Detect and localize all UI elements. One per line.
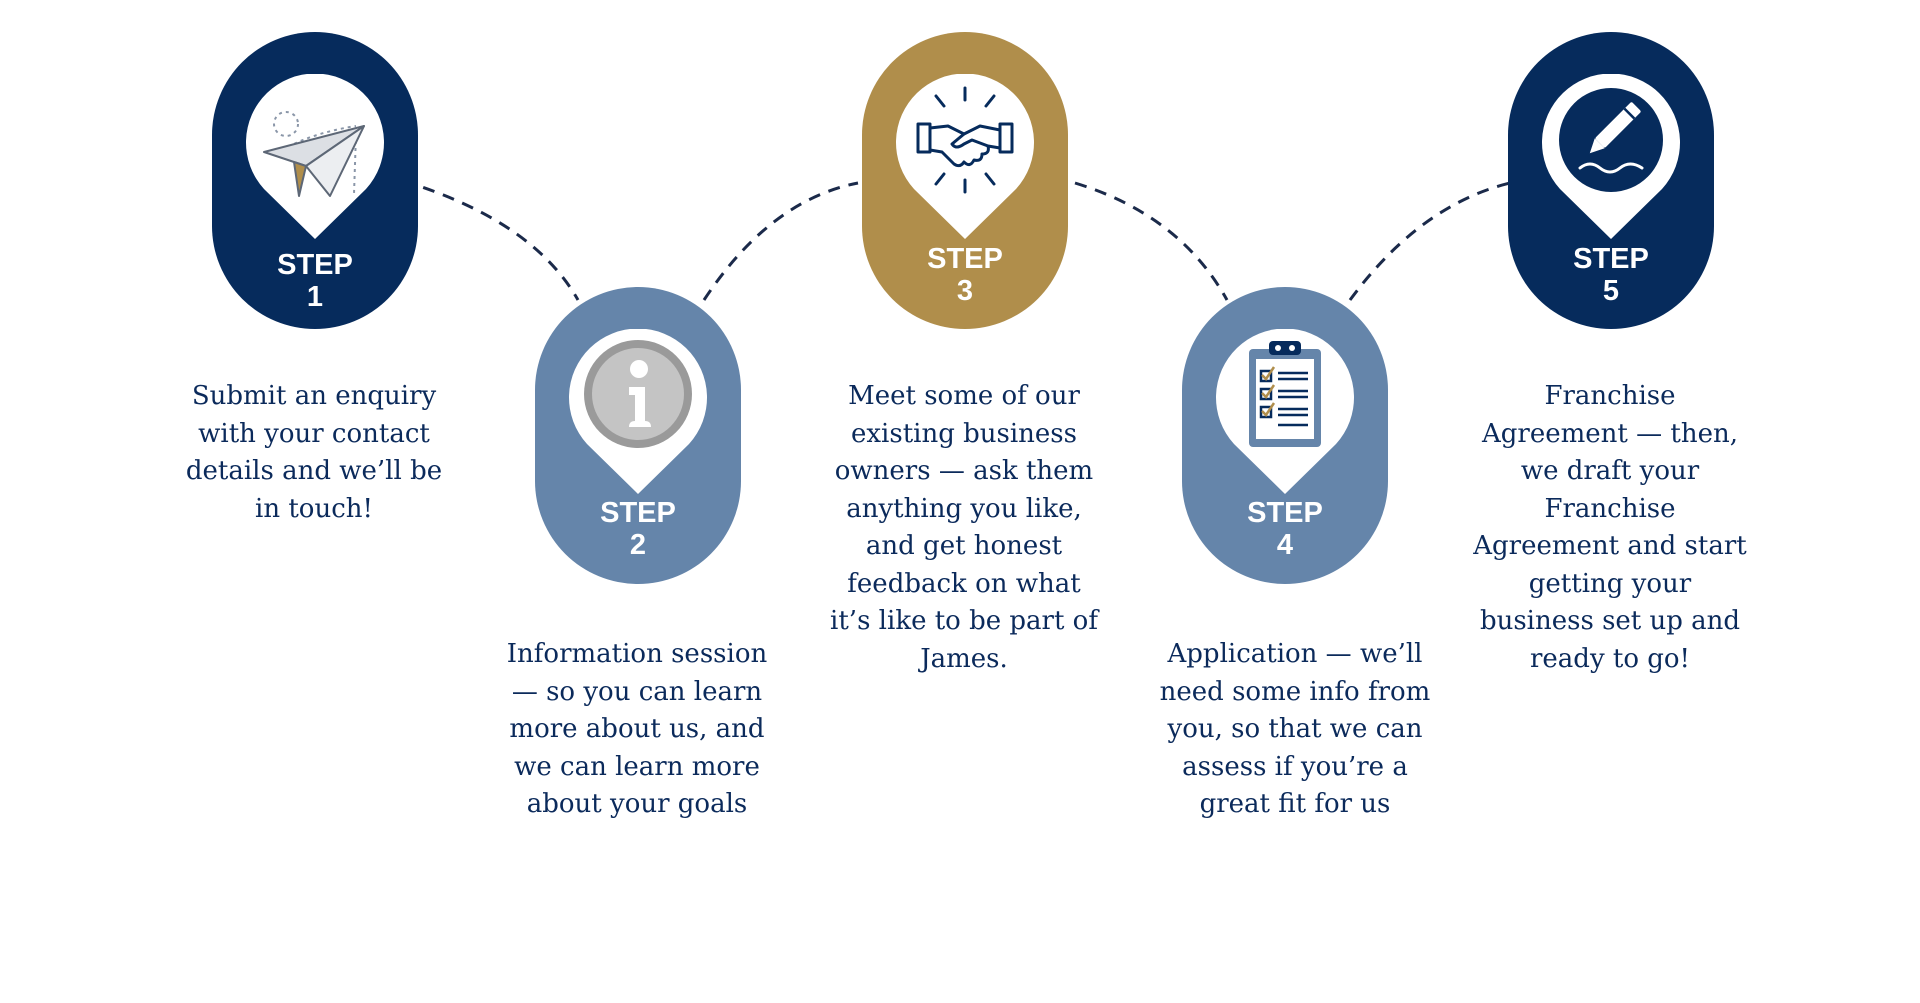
step-4-description: Application — we’ll need some info from … xyxy=(1159,639,1431,819)
step-2-pin xyxy=(569,329,707,494)
step-3-pin xyxy=(896,74,1034,239)
step-4-number: 4 xyxy=(1276,529,1294,561)
step-1-number: 1 xyxy=(306,281,324,313)
connector-3-4 xyxy=(1074,181,1229,301)
connector-4-5 xyxy=(1348,181,1511,301)
step-3-label: STEP xyxy=(927,243,1003,275)
step-4-label: STEP xyxy=(1247,497,1323,529)
step-4-pin xyxy=(1216,329,1354,494)
step-5-description: Franchise Agreement — then, we draft you… xyxy=(1473,381,1747,674)
step-2-description: Information session — so you can learn m… xyxy=(506,639,768,819)
step-5-number: 5 xyxy=(1602,275,1620,307)
step-1-description: Submit an enquiry with your contact deta… xyxy=(185,381,443,524)
step-1-pin xyxy=(246,74,384,239)
step-3-badge: STEP 3 xyxy=(862,32,1068,329)
step-5-pin xyxy=(1542,74,1680,239)
step-2-badge: STEP 2 xyxy=(535,287,741,584)
step-5-label: STEP xyxy=(1573,243,1649,275)
connector-2-3 xyxy=(702,181,859,301)
step-4-badge: STEP 4 xyxy=(1182,287,1388,584)
step-2-number: 2 xyxy=(629,529,647,561)
paper-plane-icon xyxy=(246,74,384,212)
info-icon xyxy=(569,329,707,467)
step-3-number: 3 xyxy=(956,275,974,307)
pen-signature-icon xyxy=(1542,74,1680,212)
step-3-description: Meet some of our existing business owner… xyxy=(830,381,1098,674)
clipboard-checklist-icon xyxy=(1216,329,1354,467)
step-1-label: STEP xyxy=(277,249,353,281)
step-1-badge: STEP 1 xyxy=(212,32,418,329)
step-2-label: STEP xyxy=(600,497,676,529)
handshake-icon xyxy=(896,74,1034,212)
step-5-badge: STEP 5 xyxy=(1508,32,1714,329)
